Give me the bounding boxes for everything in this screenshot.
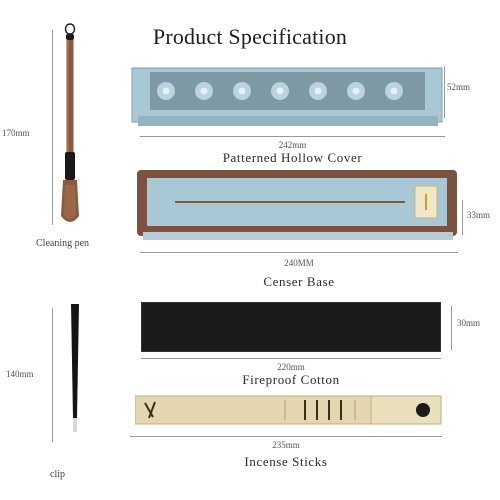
sticks-width-label: 235mm bbox=[272, 440, 300, 450]
cotton-label: Fireproof Cotton bbox=[242, 372, 340, 387]
clip-label: clip bbox=[50, 469, 65, 480]
incense-sticks-image bbox=[134, 394, 445, 426]
cotton-width-label: 220mm bbox=[277, 362, 305, 372]
cleaning-pen-label: Cleaning pen bbox=[36, 238, 90, 249]
clip-dimension-line bbox=[52, 308, 53, 442]
cover-height-line bbox=[444, 66, 445, 118]
cover-label: Patterned Hollow Cover bbox=[222, 150, 363, 165]
base-height-line bbox=[462, 200, 463, 235]
base-width-label: 240MM bbox=[284, 258, 314, 268]
base-width-line bbox=[140, 252, 458, 253]
pen-length-label: 170mm bbox=[2, 128, 30, 138]
cover-height-label: 52mm bbox=[447, 82, 471, 92]
page-title: Product Specification bbox=[152, 24, 348, 49]
base-label: Censer Base bbox=[263, 274, 335, 289]
cover-width-label: 242mm bbox=[278, 140, 307, 150]
fireproof-cotton-image bbox=[140, 301, 442, 353]
cotton-height-label: 30mm bbox=[457, 318, 481, 328]
cover-width-line bbox=[140, 136, 445, 137]
cleaning-pen-image bbox=[50, 20, 90, 230]
cotton-width-line bbox=[141, 358, 441, 359]
sticks-label: Incense Sticks bbox=[244, 454, 328, 469]
sticks-width-line bbox=[130, 436, 442, 437]
clip-length-label: 140mm bbox=[6, 369, 34, 379]
cotton-height-line bbox=[451, 306, 452, 350]
pen-dimension-line bbox=[52, 30, 53, 225]
base-height-label: 33mm bbox=[467, 210, 491, 220]
clip-image bbox=[65, 300, 85, 450]
censer-base-image bbox=[135, 168, 460, 244]
patterned-hollow-cover-image bbox=[130, 62, 445, 132]
